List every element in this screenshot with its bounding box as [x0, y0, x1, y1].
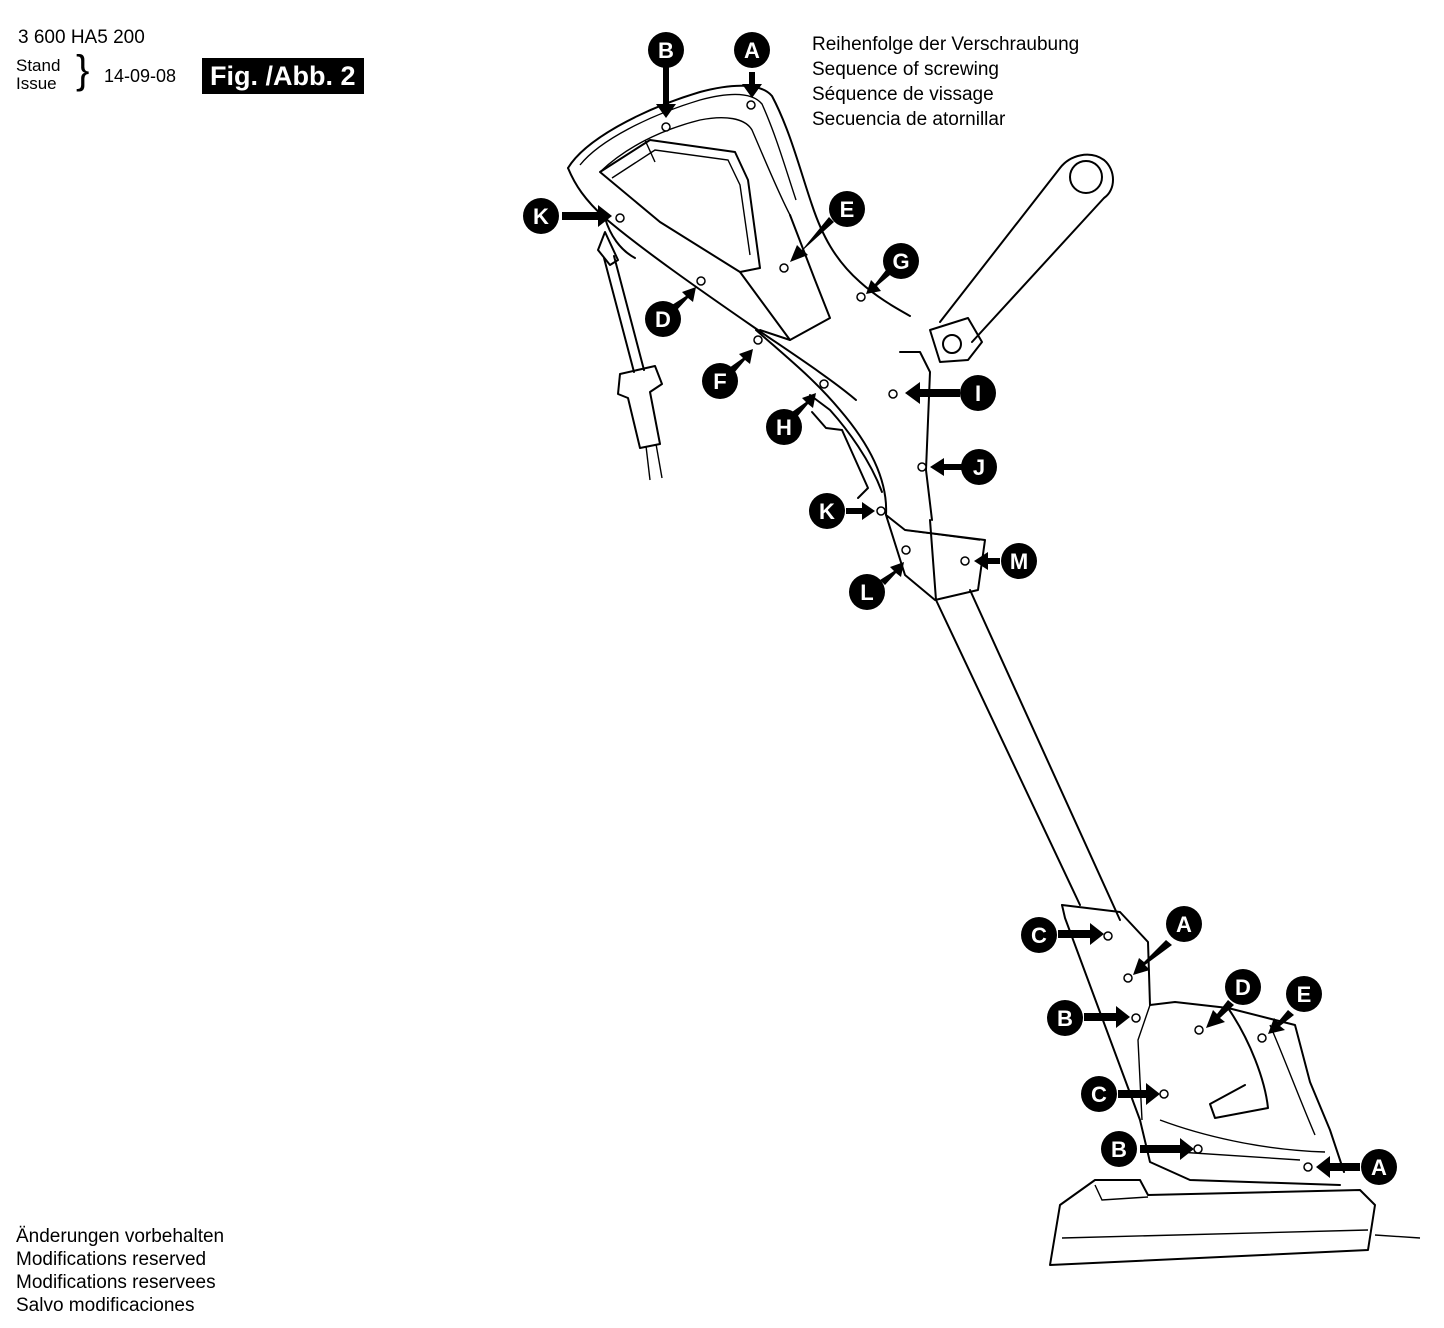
svg-text:E: E	[840, 197, 855, 222]
svg-text:E: E	[1297, 982, 1312, 1007]
callout-g: G	[883, 243, 919, 279]
shaft	[929, 519, 1121, 921]
callout-b: B	[1047, 1000, 1083, 1036]
screw-hole	[819, 379, 829, 389]
screw-hole	[779, 263, 789, 273]
svg-text:A: A	[744, 38, 760, 63]
screw-hole	[661, 122, 671, 132]
brace-symbol: }	[76, 48, 90, 92]
stand-label: Stand	[16, 56, 61, 75]
svg-text:K: K	[819, 499, 835, 524]
sequence-title-fr: Séquence de vissage	[812, 84, 994, 105]
footer-de: Änderungen vorbehalten	[16, 1226, 225, 1247]
svg-text:D: D	[1235, 975, 1251, 1000]
svg-text:B: B	[1057, 1006, 1073, 1031]
screw-hole	[1159, 1089, 1169, 1099]
callout-l: L	[849, 574, 885, 610]
screw-hole	[746, 100, 756, 110]
svg-text:B: B	[1111, 1137, 1127, 1162]
svg-text:B: B	[658, 38, 674, 63]
trigger-grip	[755, 329, 933, 521]
svg-text:G: G	[892, 249, 909, 274]
svg-text:K: K	[533, 204, 549, 229]
screw-hole	[917, 462, 927, 472]
svg-text:D: D	[655, 307, 671, 332]
issue-date: 14-09-08	[104, 66, 177, 86]
part-number: 3 600 HA5 200	[18, 27, 145, 48]
callout-a-lower: A	[1361, 1149, 1397, 1185]
callout-arrows	[562, 66, 1360, 1178]
screw-hole	[696, 276, 706, 286]
svg-text:L: L	[860, 580, 873, 605]
svg-text:M: M	[1010, 549, 1028, 574]
power-cord	[597, 231, 663, 481]
callout-h: H	[766, 409, 802, 445]
callout-m: M	[1001, 543, 1037, 579]
screw-hole	[1131, 1013, 1141, 1023]
footer-en: Modifications reserved	[16, 1249, 207, 1270]
screw-hole	[615, 213, 625, 223]
callout-k: K	[523, 198, 559, 234]
screw-hole	[888, 389, 898, 399]
screw-hole	[901, 545, 911, 555]
footer-es: Salvo modificaciones	[16, 1295, 195, 1316]
footer-fr: Modifications reservees	[16, 1272, 216, 1293]
callouts-upper: B A K E G D F I H J K M L	[523, 32, 1037, 610]
svg-text:H: H	[776, 415, 792, 440]
svg-text:I: I	[975, 381, 981, 406]
callout-k-lower: K	[809, 493, 845, 529]
callout-d: D	[645, 301, 681, 337]
screw-hole	[960, 556, 970, 566]
issue-label: Issue	[16, 74, 57, 93]
screw-hole	[856, 292, 866, 302]
figure-label: Fig. /Abb. 2	[202, 58, 364, 94]
callout-j: J	[961, 449, 997, 485]
callouts-lower: C A D E B C B A	[1021, 906, 1397, 1185]
callout-e: E	[829, 191, 865, 227]
svg-text:J: J	[973, 455, 985, 480]
clamp-collar	[885, 514, 986, 601]
sequence-title-en: Sequence of screwing	[812, 59, 999, 80]
callout-a: A	[1166, 906, 1202, 942]
screw-hole	[1257, 1033, 1267, 1043]
screw-hole	[876, 506, 886, 516]
screw-hole	[1194, 1025, 1204, 1035]
handle-housing	[567, 84, 911, 401]
screw-hole	[753, 335, 763, 345]
svg-text:C: C	[1031, 923, 1047, 948]
modifications-notice: Änderungen vorbehalten Modifications res…	[16, 1225, 224, 1317]
svg-text:A: A	[1176, 912, 1192, 937]
spool-base	[1049, 1179, 1421, 1266]
svg-text:C: C	[1091, 1082, 1107, 1107]
callout-b-lower: B	[1101, 1131, 1137, 1167]
callout-c-lower: C	[1081, 1076, 1117, 1112]
callout-a: A	[734, 32, 770, 68]
screw-hole	[1303, 1162, 1313, 1172]
callout-d: D	[1225, 969, 1261, 1005]
screw-hole	[1103, 931, 1113, 941]
svg-text:F: F	[713, 369, 726, 394]
screw-hole	[1123, 973, 1133, 983]
callout-i: I	[960, 375, 996, 411]
callout-c: C	[1021, 917, 1057, 953]
sequence-title-es: Secuencia de atornillar	[812, 109, 1006, 130]
svg-text:A: A	[1371, 1155, 1387, 1180]
screw-holes	[615, 100, 1313, 1172]
screw-hole	[1193, 1144, 1203, 1154]
auxiliary-handle	[929, 153, 1114, 363]
sequence-title-de: Reihenfolge der Verschraubung	[812, 34, 1080, 55]
callout-e: E	[1286, 976, 1322, 1012]
callout-f: F	[702, 363, 738, 399]
sequence-title: Reihenfolge der Verschraubung Sequence o…	[812, 32, 1079, 132]
stand-issue-label: Stand Issue	[16, 57, 60, 93]
callout-b: B	[648, 32, 684, 68]
